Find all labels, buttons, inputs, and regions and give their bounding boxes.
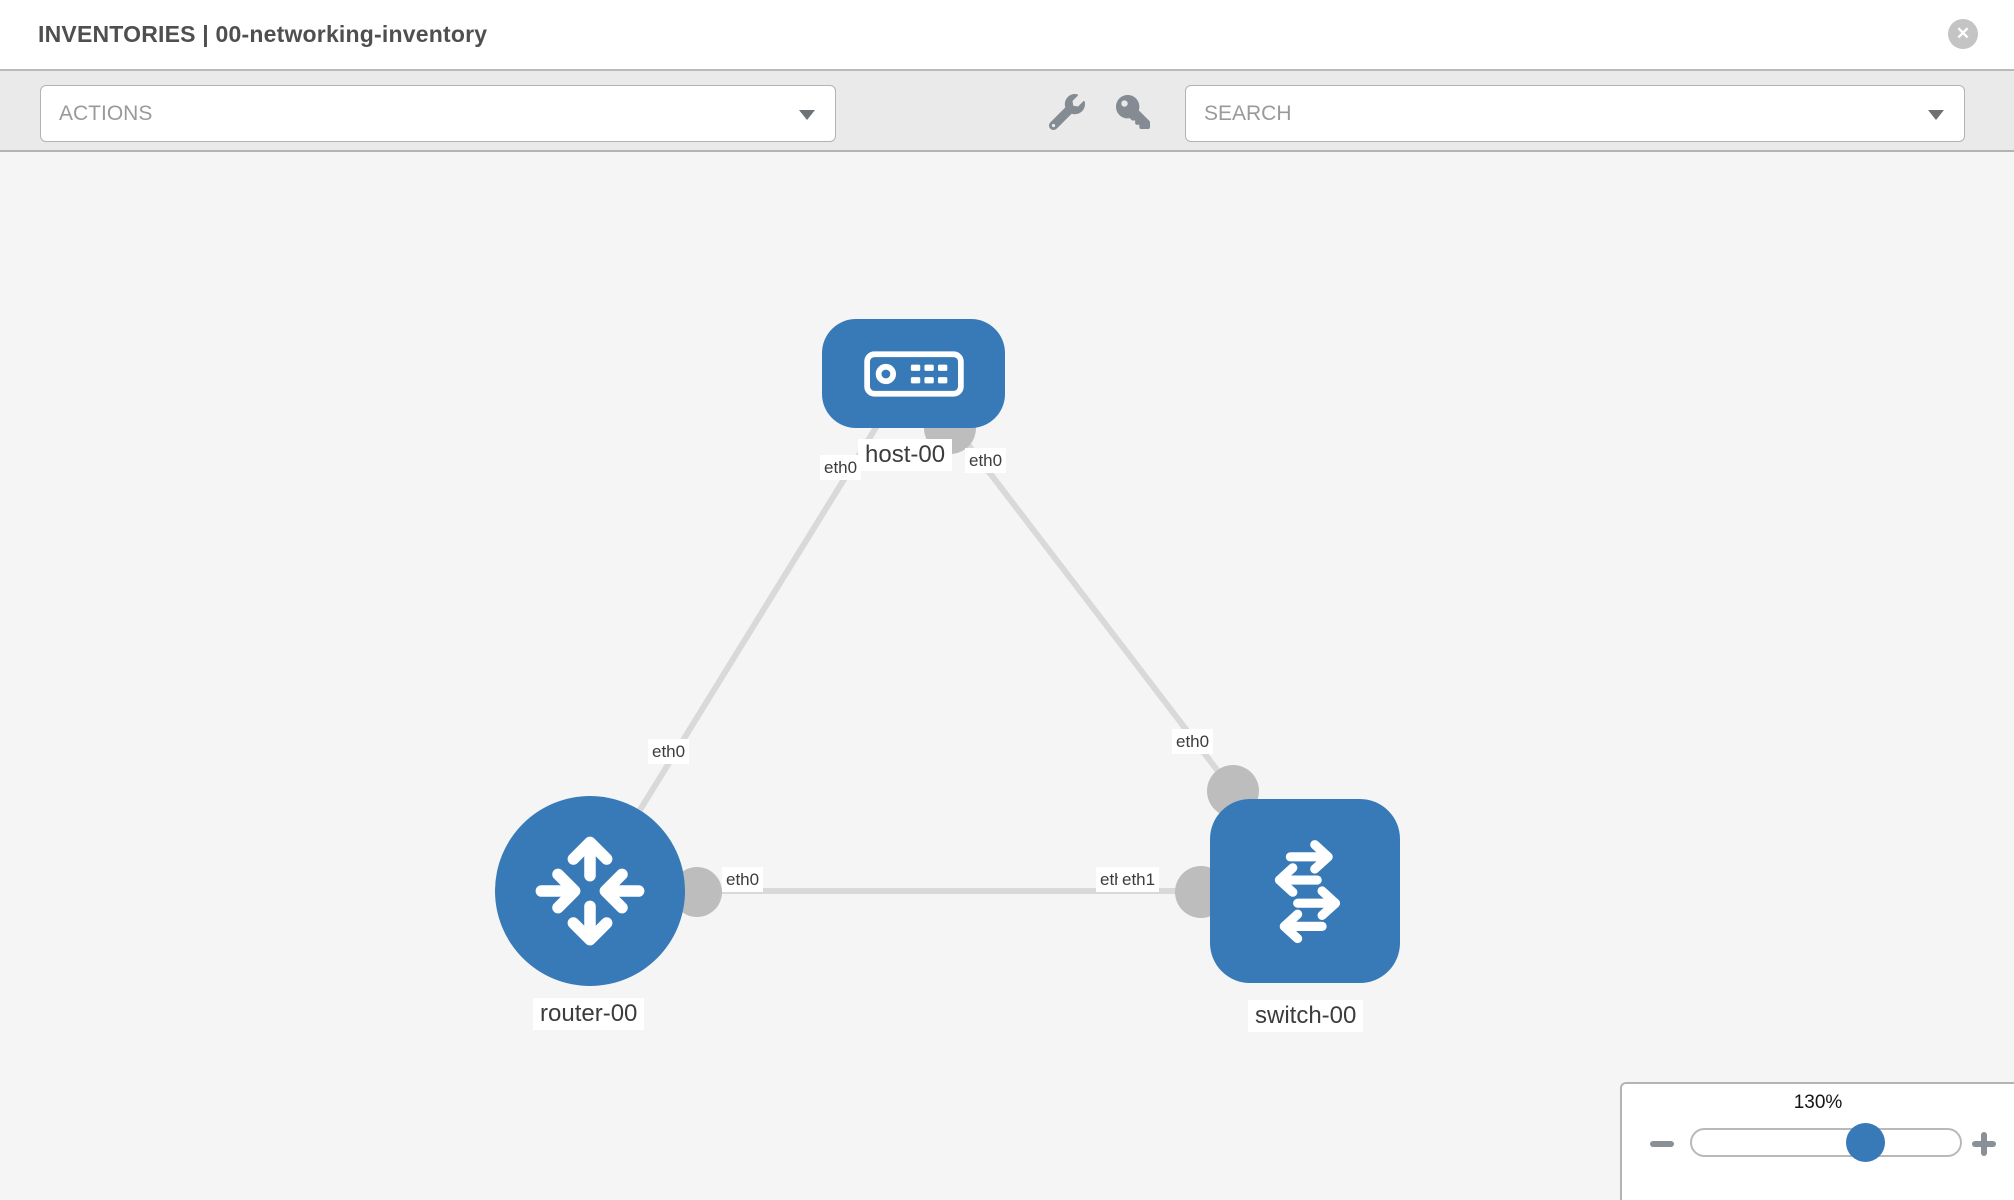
- wrench-icon: [1049, 94, 1085, 130]
- node-router-00[interactable]: [495, 796, 685, 986]
- zoom-in-button[interactable]: [1970, 1130, 1998, 1158]
- topology-links-layer: [587, 402, 1305, 918]
- node-label-switch-00: switch-00: [1248, 1000, 1364, 1032]
- router-icon: [535, 836, 645, 946]
- zoom-control-panel: 130%: [1620, 1082, 2014, 1200]
- minus-icon: [1650, 1141, 1674, 1147]
- interface-label: eth0: [648, 739, 690, 765]
- key-icon: [1116, 95, 1150, 129]
- interface-label: eth0: [1172, 729, 1214, 755]
- zoom-slider[interactable]: [1690, 1128, 1962, 1157]
- search-dropdown-label: SEARCH: [1204, 102, 1292, 125]
- zoom-level-value: 130%: [1793, 1092, 1843, 1113]
- page-title: INVENTORIES | 00-networking-inventory: [38, 21, 488, 47]
- zoom-slider-thumb[interactable]: [1846, 1123, 1885, 1162]
- interface-label: eth0: [722, 867, 764, 893]
- zoom-out-button[interactable]: [1648, 1130, 1676, 1158]
- interface-label: eth0: [965, 448, 1007, 474]
- toolbar: ACTIONS SEARCH: [0, 71, 2014, 152]
- actions-dropdown-label: ACTIONS: [59, 102, 153, 125]
- node-switch-00[interactable]: [1210, 799, 1400, 983]
- search-dropdown[interactable]: SEARCH: [1185, 85, 1965, 142]
- node-label-host-00: host-00: [858, 439, 953, 471]
- interface-label: eth1: [1118, 867, 1160, 893]
- node-host-00[interactable]: [822, 319, 1005, 428]
- interface-label: eth0: [820, 455, 862, 481]
- plus-icon: [1981, 1132, 1987, 1156]
- switch-icon: [1274, 840, 1341, 944]
- node-label-router-00: router-00: [533, 998, 645, 1030]
- key-button[interactable]: [1112, 91, 1154, 133]
- header: INVENTORIES | 00-networking-inventory ✕: [0, 0, 2014, 71]
- interface-connector: [672, 867, 722, 917]
- chevron-down-icon: [799, 110, 815, 120]
- tools-button[interactable]: [1046, 91, 1088, 133]
- close-icon: ✕: [1955, 24, 1971, 43]
- actions-dropdown[interactable]: ACTIONS: [40, 85, 836, 142]
- host-icon: [863, 350, 964, 397]
- topology-canvas[interactable]: eth0 host-00 eth0 eth0 eth0 eth0 eth0 et…: [0, 153, 2014, 1200]
- close-button[interactable]: ✕: [1948, 19, 1978, 49]
- chevron-down-icon: [1928, 110, 1944, 120]
